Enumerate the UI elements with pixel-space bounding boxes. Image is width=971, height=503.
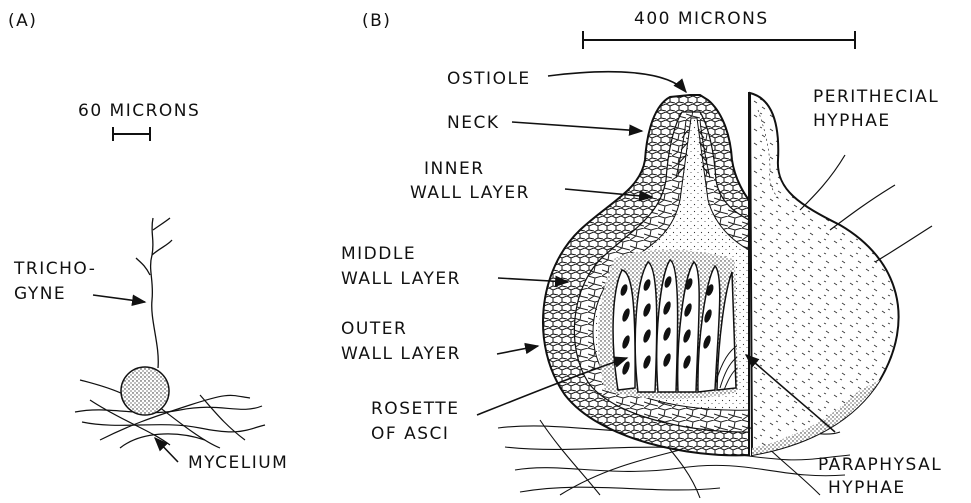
paraphysal-hyphae-label-line1: PARAPHYSAL [818, 454, 942, 476]
panel-a-drawing [75, 127, 265, 448]
protoperithecium [121, 367, 169, 415]
perithecial-hyphae-label-line2: HYPHAE [813, 110, 891, 132]
panel-b-label: (B) [362, 10, 391, 32]
perithecium-exterior [750, 93, 899, 455]
mycelium-hyphae [75, 380, 265, 448]
rosette-label-line1: ROSETTE [371, 398, 459, 420]
rosette-label-line2: OF ASCI [371, 423, 449, 445]
middle-wall-label-line1: MIDDLE [341, 243, 416, 265]
scale-bar-400-label: 400 MICRONS [634, 8, 769, 30]
perithecial-hyphae-label-line1: PERITHECIAL [813, 86, 939, 108]
outer-wall-label-line1: OUTER [341, 318, 407, 340]
trichogyne-label-line1: TRICHO- [14, 258, 96, 280]
panel-a-label: (A) [8, 10, 37, 32]
trichogyne-label-line2: GYNE [14, 283, 66, 305]
inner-wall-label-line1: INNER [422, 158, 564, 180]
rosette-of-asci [598, 250, 742, 399]
inner-wall-label-line2: WALL LAYER [410, 182, 530, 204]
paraphysal-hyphae-label-line2: HYPHAE [828, 477, 906, 499]
neck-label: NECK [447, 112, 499, 134]
trichogyne-filament [136, 218, 172, 368]
mycelium-label: MYCELIUM [188, 452, 288, 474]
ostiole-label: OSTIOLE [447, 68, 531, 90]
scale-bar-60-label: 60 MICRONS [78, 100, 200, 122]
outer-wall-label-line2: WALL LAYER [341, 343, 461, 365]
middle-wall-label-line2: WALL LAYER [341, 268, 461, 290]
